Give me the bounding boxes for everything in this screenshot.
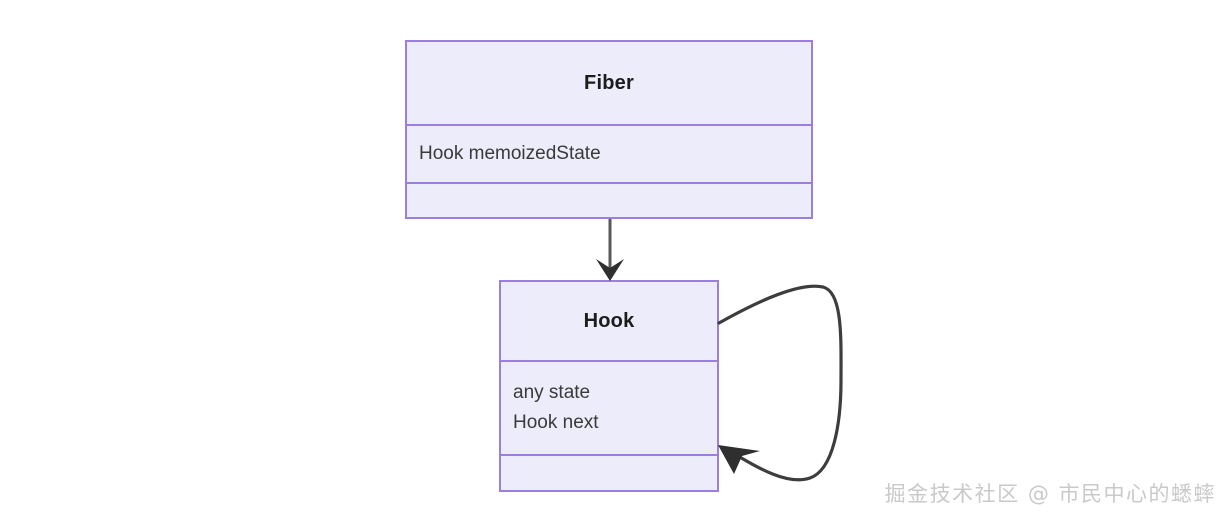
class-methods-fiber bbox=[407, 182, 811, 217]
class-name-fiber: Fiber bbox=[407, 42, 811, 124]
connector-hook-self-loop bbox=[717, 284, 843, 482]
arrowhead-icon bbox=[718, 445, 760, 474]
class-attributes-hook: any state Hook next bbox=[501, 360, 717, 454]
connector-curve bbox=[717, 284, 843, 482]
attribute-row: Hook memoizedState bbox=[419, 143, 601, 164]
attribute-row: any state bbox=[513, 382, 591, 403]
attribute-row: Hook next bbox=[513, 412, 599, 433]
class-attributes-fiber: Hook memoizedState bbox=[407, 124, 811, 182]
cropped-heading-sliver bbox=[0, 0, 1230, 10]
class-methods-hook bbox=[501, 454, 717, 490]
class-box-hook[interactable]: Hook any state Hook next bbox=[499, 280, 719, 492]
class-name-hook: Hook bbox=[501, 282, 717, 360]
class-box-fiber[interactable]: Fiber Hook memoizedState bbox=[405, 40, 813, 219]
connector-fiber-to-hook bbox=[596, 219, 624, 281]
arrowhead-icon bbox=[596, 259, 624, 281]
watermark-text: 掘金技术社区 @ 市民中心的蟋蟀 bbox=[884, 482, 1216, 506]
